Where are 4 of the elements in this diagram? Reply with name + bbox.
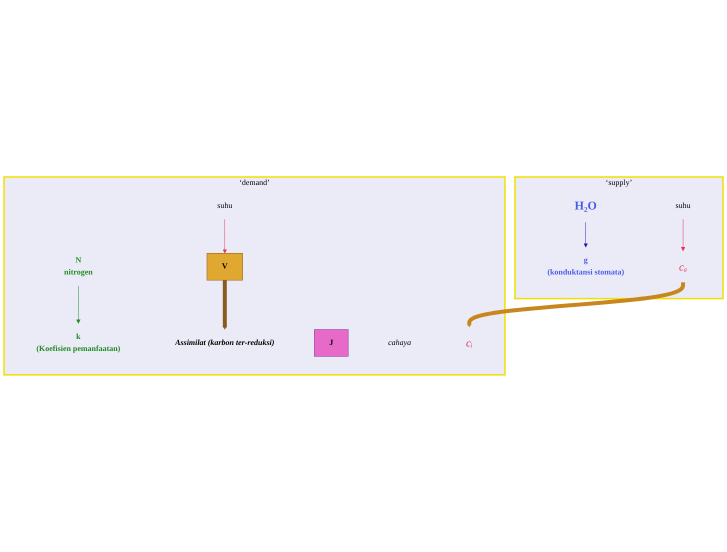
arrow [222,280,227,330]
node-text: cᵢ [466,336,473,350]
node-text: H₂O [574,199,597,212]
node-text: cₐ [679,260,688,273]
